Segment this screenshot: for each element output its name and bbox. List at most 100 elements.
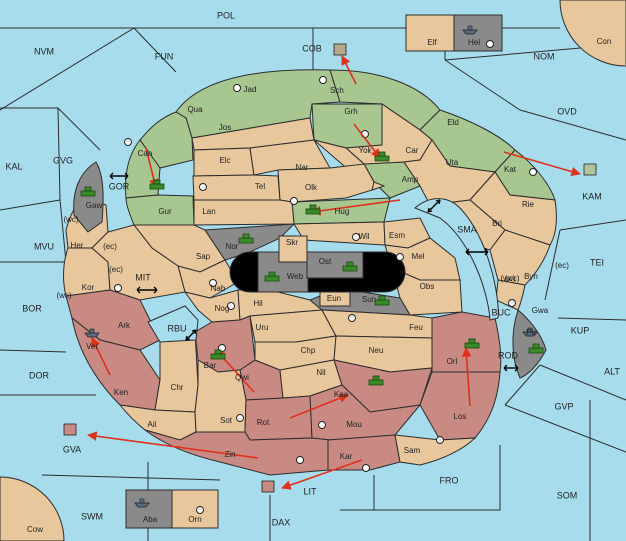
coast-label: (wc) [56, 291, 71, 300]
sea-label-NOM: NOM [534, 51, 555, 61]
land-label-Skr: Skr [286, 238, 298, 247]
land-label-Sch: Sch [330, 86, 344, 95]
sea-label-GVG: GVG [53, 155, 73, 165]
region-Ost[interactable] [306, 251, 364, 279]
sea-label-OVD: OVD [557, 106, 577, 116]
region-Zin[interactable] [144, 429, 331, 476]
land-label-Hel: Hel [468, 38, 480, 47]
region-Qua[interactable] [139, 111, 194, 169]
land-label-Ark: Ark [118, 321, 131, 330]
coast-label: (wc) [63, 215, 78, 224]
land-label-Pir: Pir [526, 328, 536, 337]
land-label-Elc: Elc [219, 156, 230, 165]
land-label-Sap: Sap [196, 252, 211, 261]
land-label-Gur: Gur [158, 207, 172, 216]
region-Ark[interactable] [91, 224, 186, 301]
sea-inlet-RBU [147, 305, 199, 343]
land-label-Elf: Elf [427, 38, 437, 47]
land-label-Eun: Eun [327, 294, 341, 303]
land-label-Esm: Esm [389, 231, 405, 240]
land-label-Aba: Aba [143, 515, 158, 524]
connection-arrows [109, 172, 519, 372]
land-label-Hug: Hug [335, 207, 350, 216]
sea-label-TEI: TEI [590, 257, 604, 267]
land-label-Nog: Nog [215, 304, 230, 313]
land-label-Gaw: Gaw [86, 201, 103, 210]
land-label-Kor: Kor [82, 283, 95, 292]
region-Skr[interactable] [278, 235, 308, 263]
region-Chr[interactable] [154, 331, 199, 413]
region-Gur[interactable] [125, 194, 195, 226]
land-label-Grh: Grh [344, 107, 357, 116]
region-Kar[interactable] [327, 434, 401, 471]
sea-label-DAX: DAX [272, 517, 291, 527]
land-label-Can: Can [138, 149, 153, 158]
land-label-Neu: Neu [369, 346, 384, 355]
sea-label-COB: COB [302, 43, 322, 53]
sea-label-KAL: KAL [5, 161, 22, 171]
sea-label-RBU: RBU [167, 323, 186, 333]
land-label-Jad: Jad [244, 85, 257, 94]
land-label-Qwi: Qwi [235, 373, 249, 382]
region-Hel[interactable] [453, 14, 503, 52]
sea-label-GVP: GVP [554, 401, 573, 411]
land-label-Nar: Nar [296, 163, 309, 172]
region-Lan[interactable] [193, 199, 295, 226]
coast-label: (ec) [109, 265, 123, 274]
sea-label-MVU: MVU [34, 241, 54, 251]
sea-label-NVM: NVM [34, 46, 54, 56]
land-label-Uta: Uta [446, 158, 459, 167]
land-label-Web: Web [287, 272, 304, 281]
land-label-Qua: Qua [187, 105, 203, 114]
land-label-Bar: Bar [204, 361, 217, 370]
supply-centers [114, 40, 537, 514]
region-Jad[interactable] [175, 69, 341, 139]
land-label-Ail: Ail [148, 420, 157, 429]
land-label-Hil: Hil [253, 299, 263, 308]
land-label-Lan: Lan [202, 207, 215, 216]
sea-label-KAM: KAM [582, 191, 602, 201]
sea-label-BOR: BOR [22, 303, 42, 313]
land-label-Los: Los [454, 412, 467, 421]
land-label-Ver: Ver [86, 342, 98, 351]
land-label-Sam: Sam [404, 446, 421, 455]
region-Pir[interactable] [512, 309, 547, 379]
land-label-Feu: Feu [409, 323, 423, 332]
land-label-Rie: Rie [522, 200, 535, 209]
sea-label-KUP: KUP [571, 325, 590, 335]
land-label-Chp: Chp [301, 346, 316, 355]
region-Sam[interactable] [394, 434, 477, 466]
region-Rot[interactable] [244, 395, 313, 441]
land-label-Kar: Kar [340, 452, 353, 461]
sea-label-FRO: FRO [440, 475, 459, 485]
region-Cow[interactable] [0, 476, 65, 541]
land-label-Rot: Rot [257, 418, 270, 427]
region-Gaw[interactable] [73, 161, 104, 233]
sea-borders [0, 27, 626, 541]
land-label-Olk: Olk [305, 183, 318, 192]
region-Orn[interactable] [171, 489, 219, 529]
land-label-Yok: Yok [358, 146, 372, 155]
land-label-Her: Her [71, 241, 84, 250]
land-label-Orn: Orn [188, 515, 201, 524]
sea-label-GOR: GOR [109, 181, 130, 191]
land-label-Con: Con [597, 37, 612, 46]
sea-label-SWM: SWM [81, 511, 103, 521]
land-label-Obs: Obs [420, 282, 435, 291]
land-label-Amp: Amp [402, 175, 419, 184]
sea-label-SMA: SMA [457, 224, 477, 234]
land-label-Ken: Ken [114, 388, 128, 397]
land-label-Tel: Tel [255, 182, 265, 191]
region-Con[interactable] [559, 0, 626, 67]
army-units [80, 151, 544, 386]
sea-label-DOR: DOR [29, 370, 50, 380]
land-label-Nil: Nil [316, 368, 326, 377]
land-label-Chr: Chr [171, 383, 184, 392]
coast-label: (ec) [103, 242, 117, 251]
land-label-Kaa: Kaa [334, 390, 349, 399]
region-Elf[interactable] [405, 14, 455, 52]
coast-label: (wc) [500, 274, 515, 283]
